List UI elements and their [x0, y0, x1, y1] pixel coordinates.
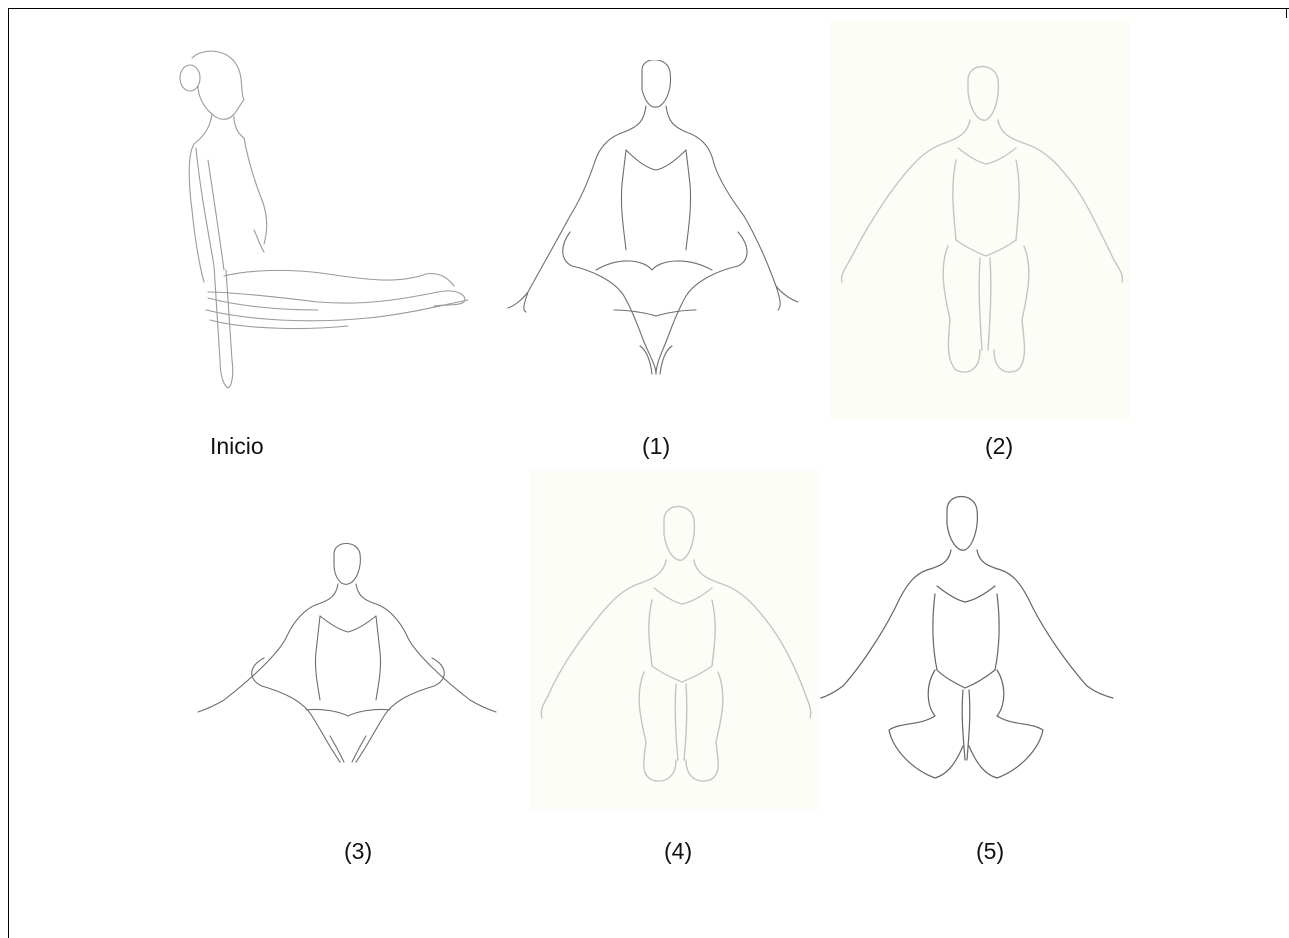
caption-5: (5) — [976, 838, 1004, 865]
pose-figure-3 — [190, 540, 502, 772]
caption-inicio: Inicio — [210, 433, 264, 460]
pose-figure-1 — [500, 60, 810, 382]
caption-4: (4) — [664, 838, 692, 865]
pose-3-drawing — [190, 540, 502, 772]
pose-figure-2 — [830, 20, 1130, 420]
pose-figure-4 — [530, 470, 820, 810]
caption-1: (1) — [642, 433, 670, 460]
caption-2: (2) — [985, 433, 1013, 460]
pose-4-drawing — [530, 470, 820, 810]
caption-3: (3) — [344, 838, 372, 865]
pose-inicio-drawing — [168, 30, 480, 402]
pose-figure-inicio — [168, 30, 480, 402]
pose-1-drawing — [500, 60, 810, 382]
pose-5-drawing — [815, 490, 1120, 790]
pose-figure-5 — [815, 490, 1120, 790]
frame-edge — [1286, 8, 1287, 18]
pose-2-drawing — [830, 20, 1130, 420]
